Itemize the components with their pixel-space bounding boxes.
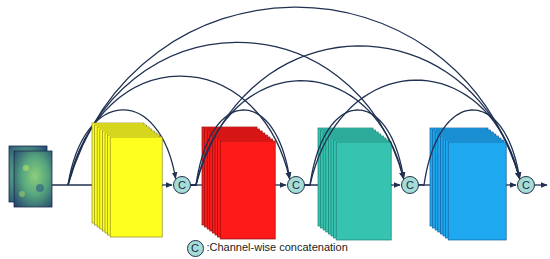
concat-symbol: C bbox=[191, 243, 199, 254]
concat-symbol: C bbox=[406, 180, 414, 191]
skip-connection bbox=[191, 46, 520, 185]
skip-connection bbox=[191, 81, 404, 185]
input-texture bbox=[23, 165, 29, 171]
concat-symbol: C bbox=[178, 180, 186, 191]
flow-arrow bbox=[275, 184, 286, 185]
feature-map bbox=[336, 142, 391, 240]
feature-map bbox=[448, 142, 506, 240]
input-texture bbox=[19, 191, 25, 197]
skip-connection bbox=[305, 80, 520, 185]
legend-symbol: C bbox=[187, 240, 204, 257]
input-image-front bbox=[14, 151, 52, 207]
skip-connection bbox=[305, 110, 404, 185]
input-texture bbox=[36, 184, 44, 192]
concat-circle: C bbox=[287, 176, 305, 194]
flow-arrow bbox=[506, 184, 516, 185]
flow-arrow bbox=[162, 184, 172, 185]
concat-symbol: C bbox=[292, 180, 300, 191]
legend-text: :Channel-wise concatenation bbox=[207, 241, 348, 254]
skip-connection bbox=[191, 110, 290, 185]
feature-map bbox=[220, 141, 275, 239]
flow-arrow bbox=[391, 184, 400, 185]
concat-symbol: C bbox=[522, 180, 530, 191]
skip-connection bbox=[419, 110, 520, 185]
feature-map bbox=[110, 137, 162, 237]
concat-circle: C bbox=[401, 176, 419, 194]
concat-circle: C bbox=[517, 176, 535, 194]
output-arrow bbox=[535, 184, 547, 185]
concat-circle: C bbox=[173, 176, 191, 194]
